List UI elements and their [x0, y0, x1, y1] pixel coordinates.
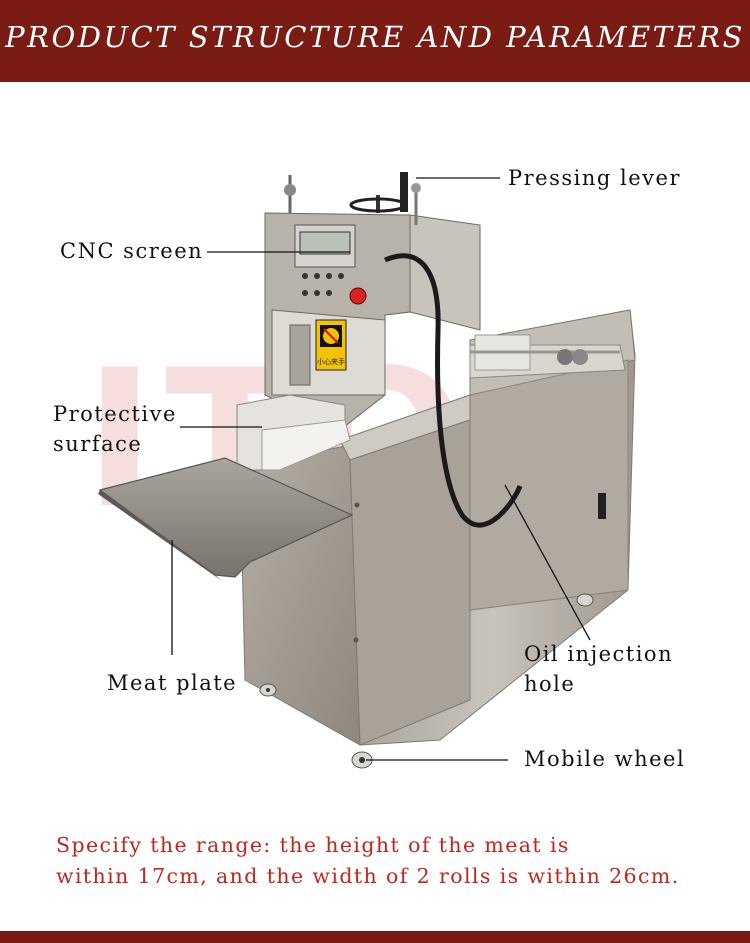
label-oil-injection-2: hole — [524, 672, 576, 696]
label-pressing-lever: Pressing lever — [508, 166, 681, 190]
label-mobile-wheel: Mobile wheel — [524, 747, 686, 771]
label-cnc-screen: CNC screen — [60, 239, 204, 263]
page-title: PRODUCT STRUCTURE AND PARAMETERS — [5, 20, 745, 54]
label-meat-plate: Meat plate — [107, 671, 238, 695]
label-protective-surface-2: surface — [53, 432, 143, 456]
label-oil-injection-1: Oil injection — [524, 642, 674, 666]
note-line-2: within 17cm, and the width of 2 rolls is… — [56, 864, 680, 888]
warning-sign-caption: 小心夹手 — [317, 357, 345, 366]
header-banner: PRODUCT STRUCTURE AND PARAMETERS — [0, 0, 750, 82]
hand-warning-icon: 小心夹手 — [315, 319, 347, 371]
specification-note: Specify the range: the height of the mea… — [56, 830, 736, 892]
footer-bar — [0, 931, 750, 943]
label-protective-surface-1: Protective — [53, 402, 177, 426]
note-line-1: Specify the range: the height of the mea… — [56, 833, 570, 857]
